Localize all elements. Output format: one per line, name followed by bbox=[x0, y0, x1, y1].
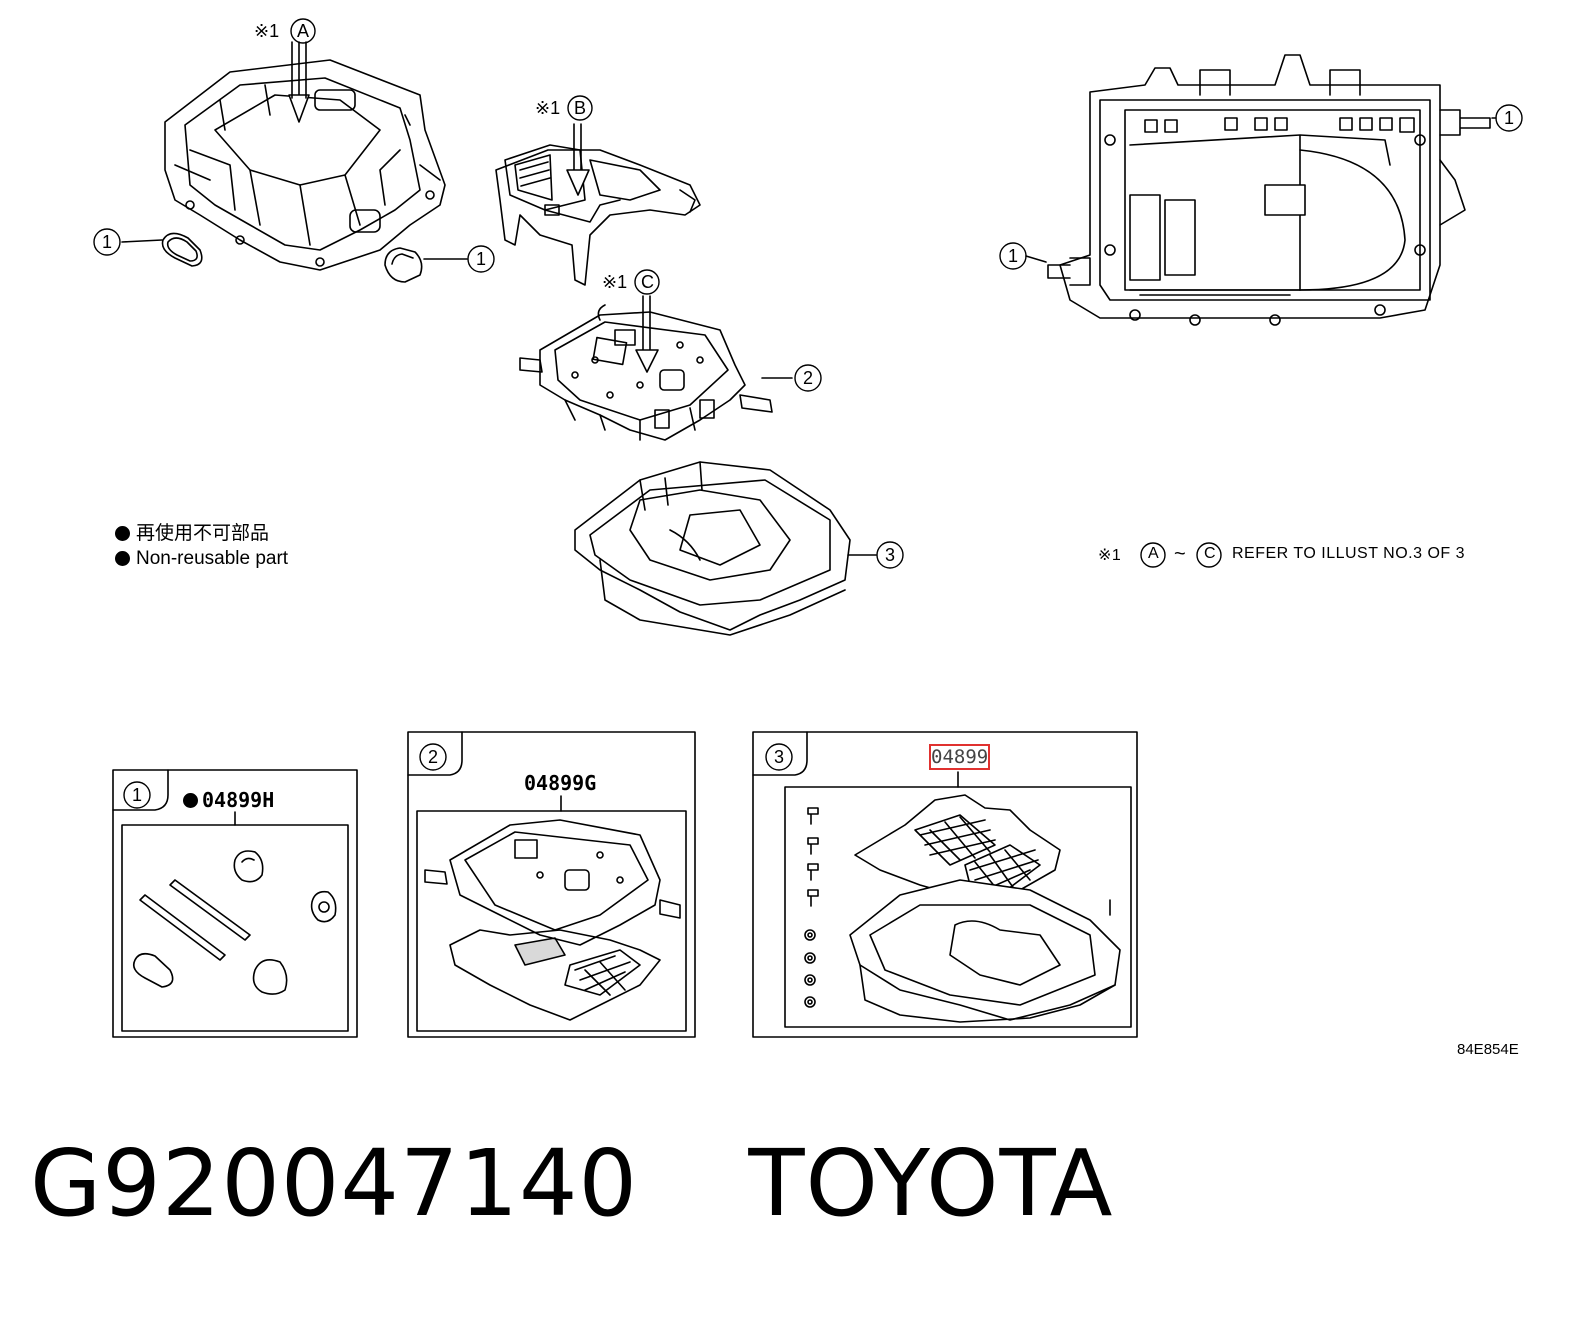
upper-cover-drawing bbox=[164, 59, 446, 271]
kit-1-frame bbox=[112, 769, 358, 1038]
callout-number-1-left: 1 bbox=[102, 232, 113, 252]
callout-number-1-gasket: 1 bbox=[476, 249, 487, 269]
kit-3-number: 3 bbox=[774, 747, 785, 767]
assembly-marker-a: ※1 bbox=[254, 21, 280, 41]
arrow-b-icon bbox=[566, 123, 590, 196]
page-title-brand: TOYOTA bbox=[748, 1130, 1114, 1237]
refer-note-mark: ※1 bbox=[1098, 547, 1122, 564]
callout-letter-a: A bbox=[297, 21, 310, 41]
bracket-drawing bbox=[495, 144, 701, 286]
kit-1-parts-drawing bbox=[132, 850, 337, 995]
refer-note: ※1 bbox=[1098, 545, 1121, 565]
callout-number-3: 3 bbox=[885, 545, 896, 565]
callout-number-2: 2 bbox=[803, 368, 814, 388]
non-reusable-dot-icon bbox=[115, 551, 130, 566]
assembly-marker-b: ※1 bbox=[535, 98, 561, 118]
kit-2-part-number: 04899G bbox=[524, 771, 597, 795]
kit-2-number: 2 bbox=[428, 747, 439, 767]
kit-1-number: 1 bbox=[132, 785, 143, 805]
circuit-board-drawing bbox=[519, 304, 793, 441]
arrow-a-icon bbox=[288, 41, 310, 123]
callout-number-1-assembly: 1 bbox=[1008, 246, 1019, 266]
callout-letter-b: B bbox=[574, 98, 587, 118]
page-title: G920047140 TOYOTA bbox=[30, 1130, 1114, 1237]
refer-note-from: A bbox=[1148, 545, 1160, 562]
legend: 再使用不可部品 Non-reusable part bbox=[115, 521, 288, 571]
refer-note-tilde: ~ bbox=[1174, 543, 1187, 565]
callout-circles bbox=[93, 18, 1523, 809]
callout-number-1-right: 1 bbox=[1504, 108, 1515, 128]
non-reusable-dot-icon bbox=[115, 526, 130, 541]
kit-3-screws-drawing bbox=[804, 807, 819, 1008]
refer-note-text: REFER TO ILLUST NO.3 OF 3 bbox=[1232, 545, 1466, 562]
gasket-right-drawing bbox=[384, 247, 468, 283]
refer-note-to: C bbox=[1204, 545, 1217, 562]
illustration-code: 84E854E bbox=[1457, 1041, 1519, 1058]
kit-3-parts-drawing bbox=[804, 794, 1121, 1023]
callout-letter-c: C bbox=[641, 272, 654, 292]
arrow-c-icon bbox=[635, 295, 659, 373]
legend-en: Non-reusable part bbox=[136, 548, 289, 569]
kit-2-frame bbox=[407, 731, 696, 1038]
assembly-top-view-drawing bbox=[1025, 54, 1497, 326]
kit-1-part-number-text: 04899H bbox=[202, 788, 275, 812]
lower-case-drawing bbox=[574, 461, 877, 636]
kit-3-part-number[interactable]: 04899 bbox=[928, 744, 991, 770]
kit-3-frame bbox=[752, 731, 1138, 1038]
kit-1-part-number: 04899H bbox=[183, 788, 274, 812]
non-reusable-dot-icon bbox=[183, 792, 198, 808]
page-title-part-number: G920047140 bbox=[30, 1130, 639, 1237]
legend-jp: 再使用不可部品 bbox=[136, 523, 270, 544]
gasket-left-drawing bbox=[121, 232, 203, 267]
assembly-marker-c: ※1 bbox=[602, 272, 628, 292]
kit-2-parts-drawing bbox=[424, 819, 681, 1021]
